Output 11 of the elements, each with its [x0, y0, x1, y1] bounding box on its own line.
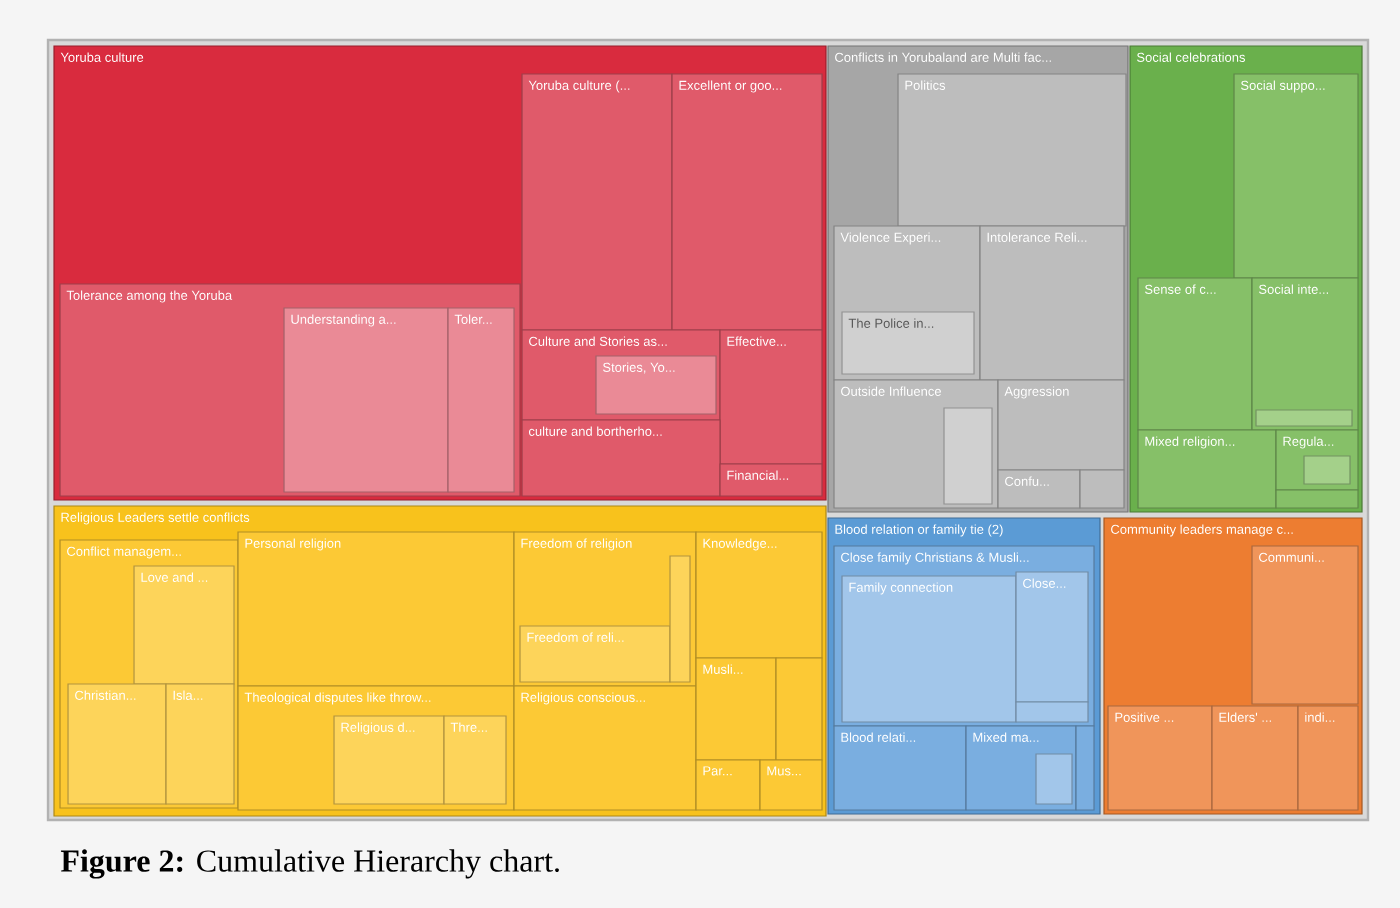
treemap-tile: [1035, 753, 1073, 805]
treemap-tile: [1275, 489, 1359, 509]
treemap-tile: [1075, 725, 1095, 811]
treemap-tile: [669, 555, 691, 683]
treemap-tile: [775, 657, 823, 761]
treemap-tile: [943, 407, 993, 505]
figure-caption: Figure 2: Cumulative Hierarchy chart.: [60, 849, 559, 879]
treemap-tile: [1079, 469, 1125, 509]
treemap-tile: [1015, 701, 1089, 723]
treemap-tile: [1255, 409, 1353, 427]
treemap-tile: [1303, 455, 1351, 485]
